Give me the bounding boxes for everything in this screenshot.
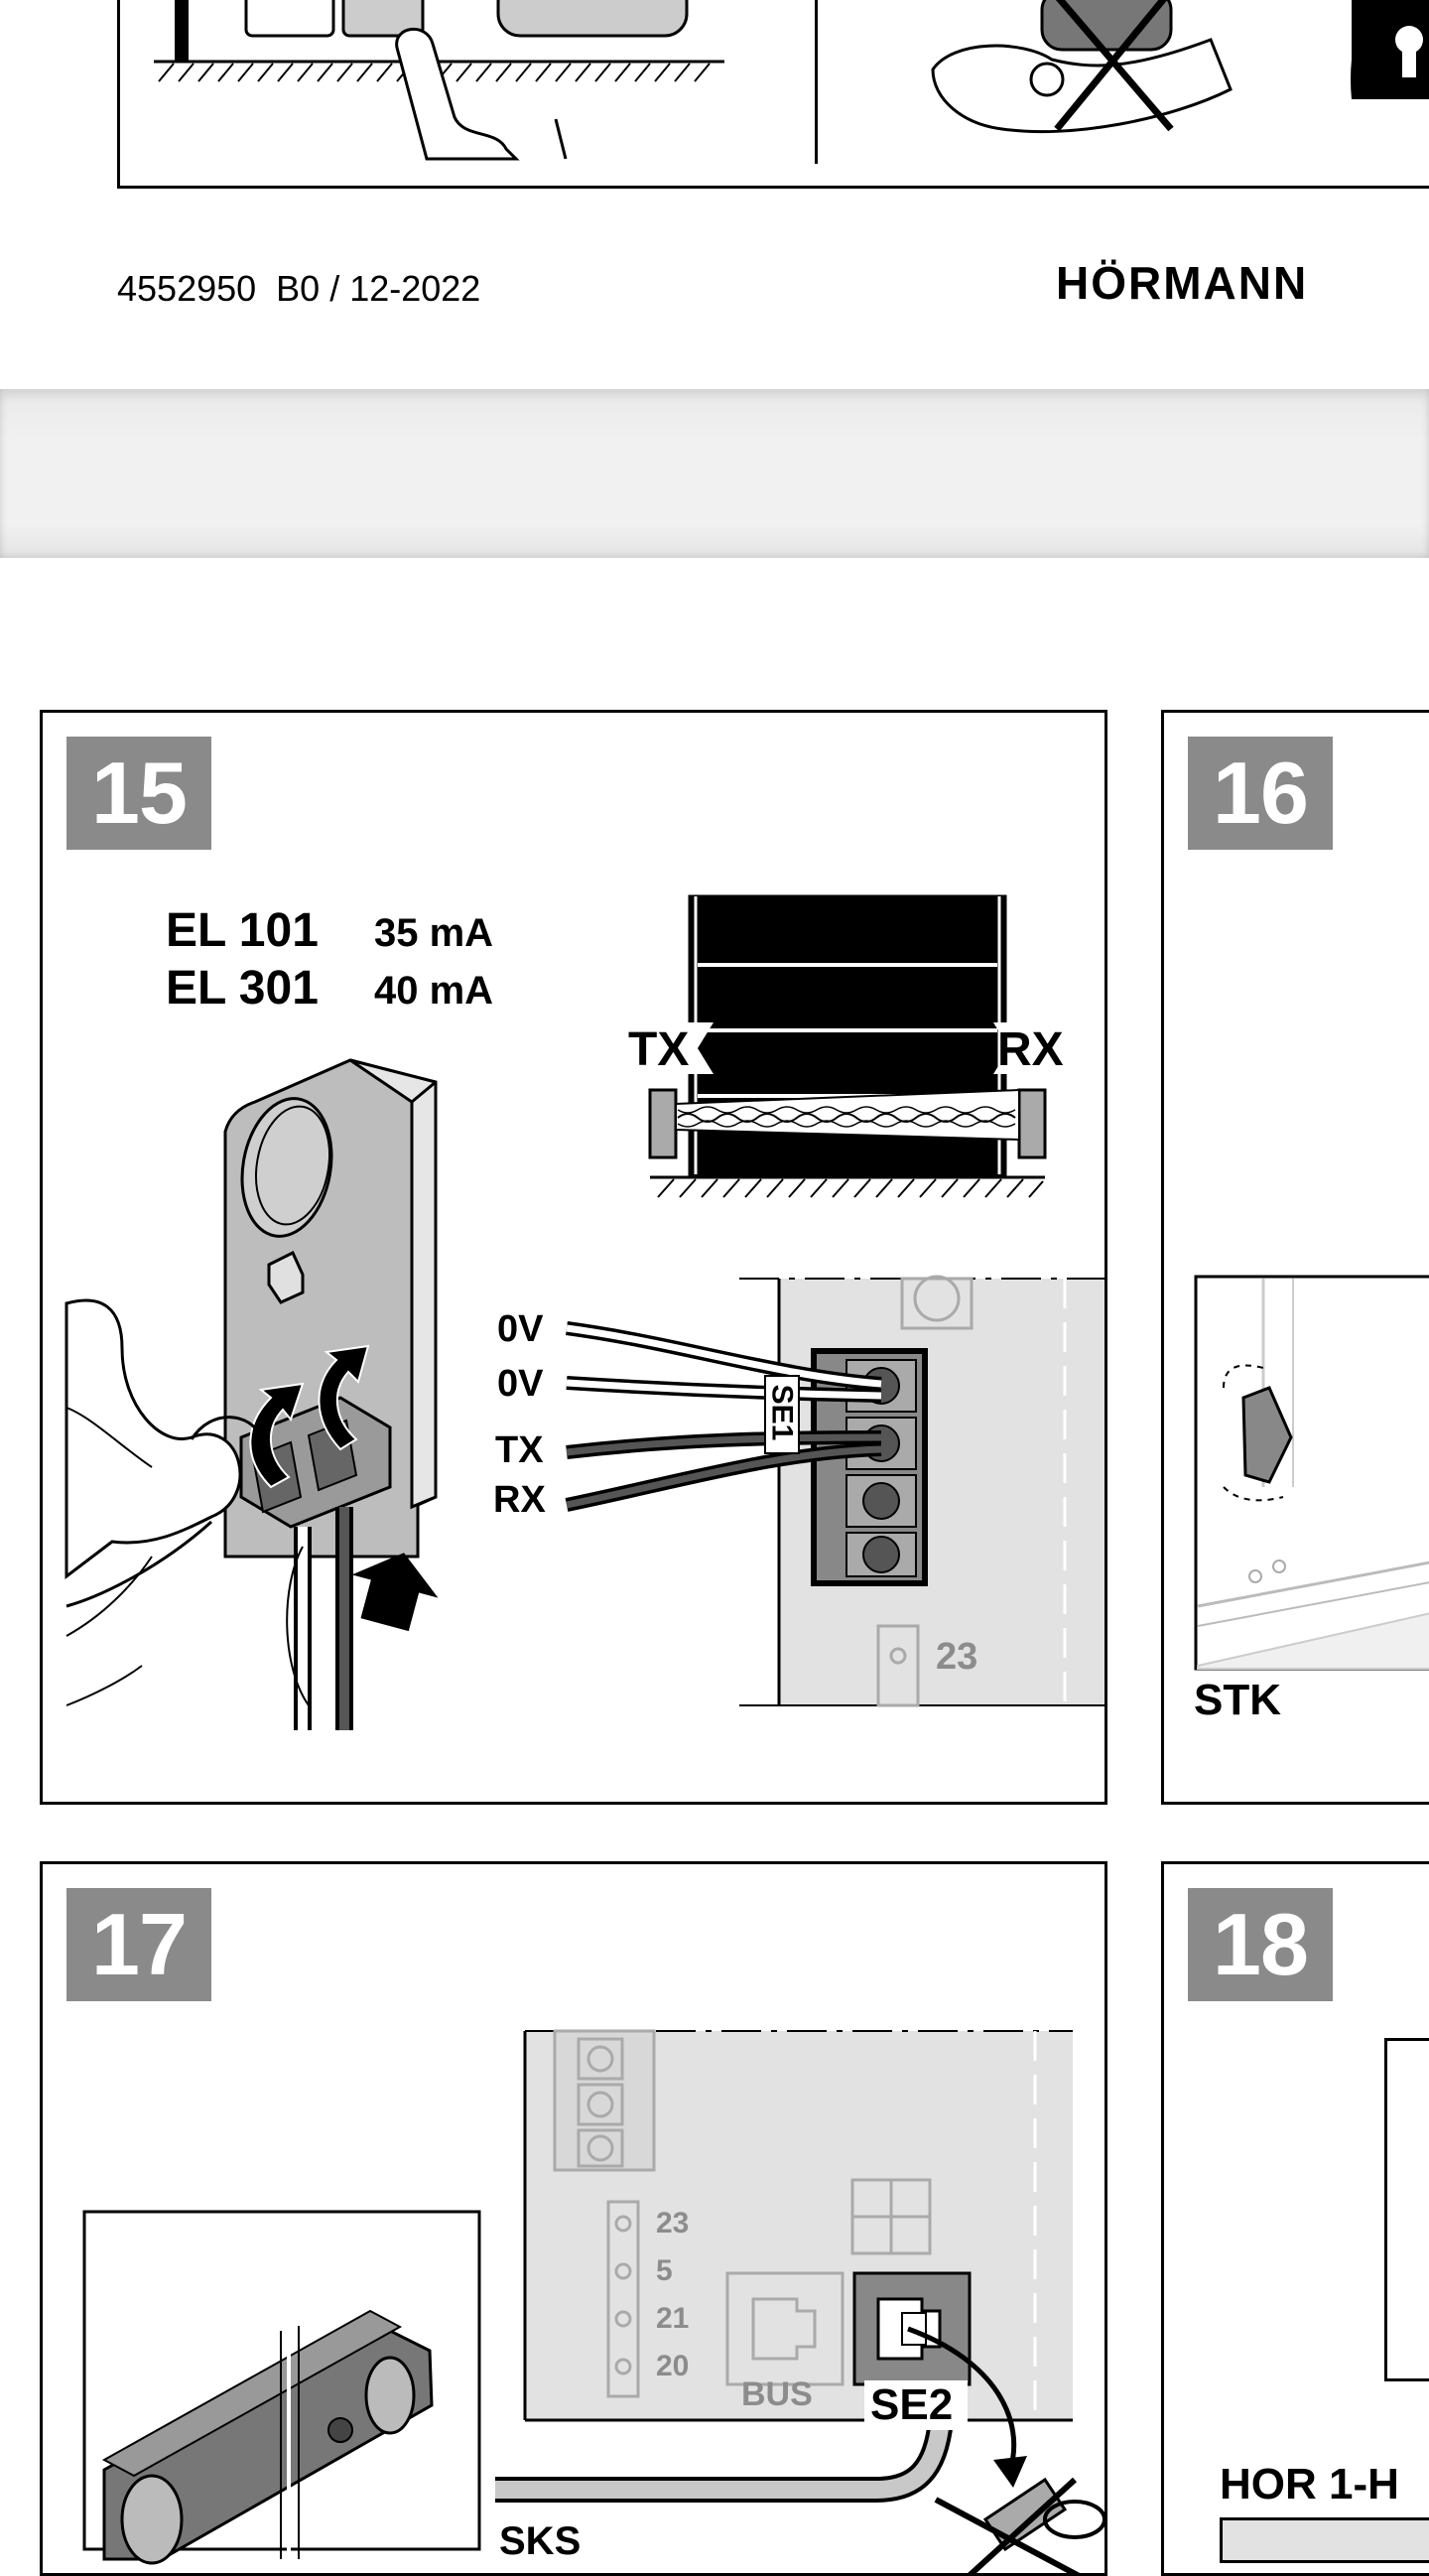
hor-label: HOR 1-H — [1220, 2460, 1399, 2508]
figure-number-badge: 17 — [66, 1888, 211, 2001]
model-current: 35 mA — [374, 911, 494, 955]
terminal-number: 23 — [936, 1636, 978, 1678]
page-gap — [0, 389, 1429, 558]
terminal-number: 23 — [656, 2207, 690, 2239]
stk-connector-illustration — [1194, 1275, 1429, 1671]
document-number: 4552950 B0 / 12-2022 — [117, 268, 481, 309]
wire-label: TX — [495, 1429, 544, 1471]
terminal-number: 21 — [656, 2302, 690, 2335]
model-current: 40 mA — [374, 969, 494, 1013]
figure-18-frame: 18 HOR 1-H — [1161, 1861, 1429, 2576]
figure-number-badge: 16 — [1188, 737, 1333, 850]
stk-label: STK — [1194, 1676, 1281, 1724]
top-page: 4552950 B0 / 12-2022 HÖRMANN — [0, 0, 1429, 389]
model-name: EL 101 — [166, 904, 319, 957]
wire-label: 0V — [497, 1363, 544, 1405]
rx-label: RX — [997, 1023, 1064, 1076]
sks-label: SKS — [499, 2519, 582, 2563]
figure-17-frame: 17 — [40, 1861, 1107, 2576]
hor-module-box — [1384, 2038, 1429, 2381]
control-board-se1-illustration — [565, 1275, 1104, 1707]
terminal-number: 20 — [656, 2350, 690, 2382]
door-light-barrier-illustration — [628, 894, 1075, 1198]
brand-logo: HÖRMANN — [1056, 257, 1309, 309]
tx-label: TX — [628, 1023, 690, 1076]
sensor-housing-illustration — [65, 1058, 439, 1730]
terminal-number: 5 — [656, 2254, 673, 2287]
se2-label: SE2 — [870, 2380, 954, 2429]
figure-15-frame: 15 EL 101 35 mA EL 301 40 mA — [40, 710, 1107, 1805]
figure-16-frame: 16 STK — [1161, 710, 1429, 1805]
hor-module-box — [1220, 2517, 1429, 2563]
safety-edge-illustration — [82, 2029, 1104, 2573]
wire-label: RX — [493, 1479, 546, 1521]
model-name: EL 301 — [166, 962, 319, 1015]
wire-label: 0V — [497, 1308, 544, 1350]
figure-number-badge: 15 — [66, 737, 211, 850]
terminal-se1-label: SE1 — [765, 1384, 799, 1441]
figure-number-badge: 18 — [1188, 1888, 1333, 2001]
previous-figure-illustration — [154, 0, 1429, 161]
bus-label: BUS — [741, 2375, 813, 2413]
figure-divider — [815, 0, 818, 164]
